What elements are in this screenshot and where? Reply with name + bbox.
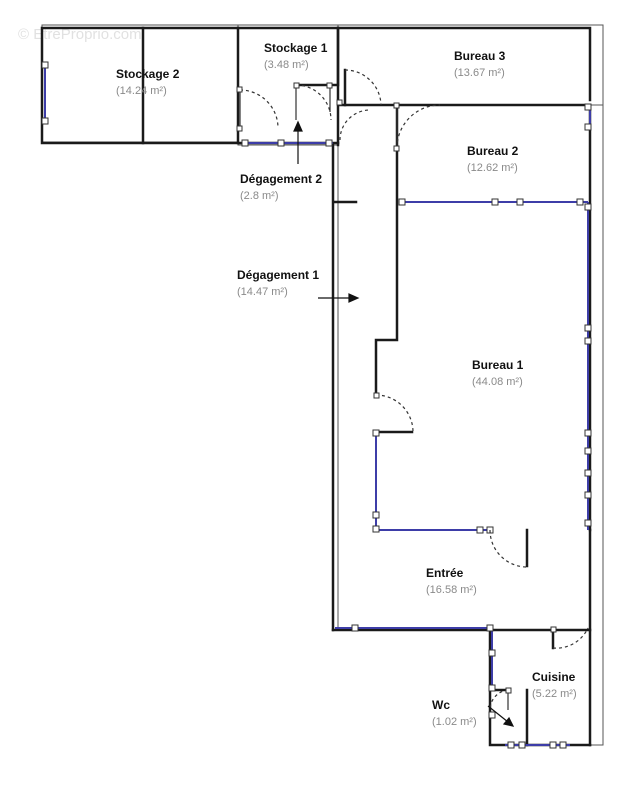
wall-stockage1 [236, 26, 340, 87]
room-name-entree: Entrée [426, 566, 464, 580]
door-bureau2 [396, 104, 441, 149]
room-area-wc: (1.02 m²) [432, 716, 477, 728]
door-bureau1 [375, 394, 414, 433]
room-name-degagement2: Dégagement 2 [240, 172, 323, 186]
room-area-entree: (16.58 m²) [426, 584, 477, 596]
room-area-bureau1: (44.08 m²) [472, 376, 523, 388]
room-area-degagement1: (14.47 m²) [237, 286, 288, 298]
doors [239, 69, 589, 711]
watermark-text: © EtreProprio.com [18, 26, 142, 43]
room-area-degagement2: (2.8 m²) [240, 190, 279, 202]
door-entree [489, 529, 528, 568]
room-name-stockage2: Stockage 2 [116, 67, 180, 81]
room-name-bureau3: Bureau 3 [454, 49, 506, 63]
room-name-degagement1: Dégagement 1 [237, 268, 320, 282]
room-area-bureau2: (12.62 m²) [467, 162, 518, 174]
room-name-stockage1: Stockage 1 [264, 41, 328, 55]
door-bureau3 [344, 69, 382, 106]
door-cuisine [552, 627, 589, 649]
wall-top-bureau3 [336, 26, 592, 102]
window-markers [41, 61, 592, 749]
room-name-bureau1: Bureau 1 [472, 358, 524, 372]
room-name-bureau2: Bureau 2 [467, 144, 519, 158]
room-name-cuisine: Cuisine [532, 670, 576, 684]
room-area-bureau3: (13.67 m²) [454, 67, 505, 79]
arrows [293, 120, 515, 727]
room-area-stockage1: (3.48 m²) [264, 59, 309, 71]
room-area-cuisine: (5.22 m²) [532, 688, 577, 700]
room-name-wc: Wc [432, 698, 450, 712]
door-dega2 [339, 109, 371, 141]
wall-bureau1-left [374, 103, 399, 397]
room-area-stockage2: (14.24 m²) [116, 85, 167, 97]
door-pivots [236, 82, 557, 694]
arrow-wc [487, 705, 509, 723]
